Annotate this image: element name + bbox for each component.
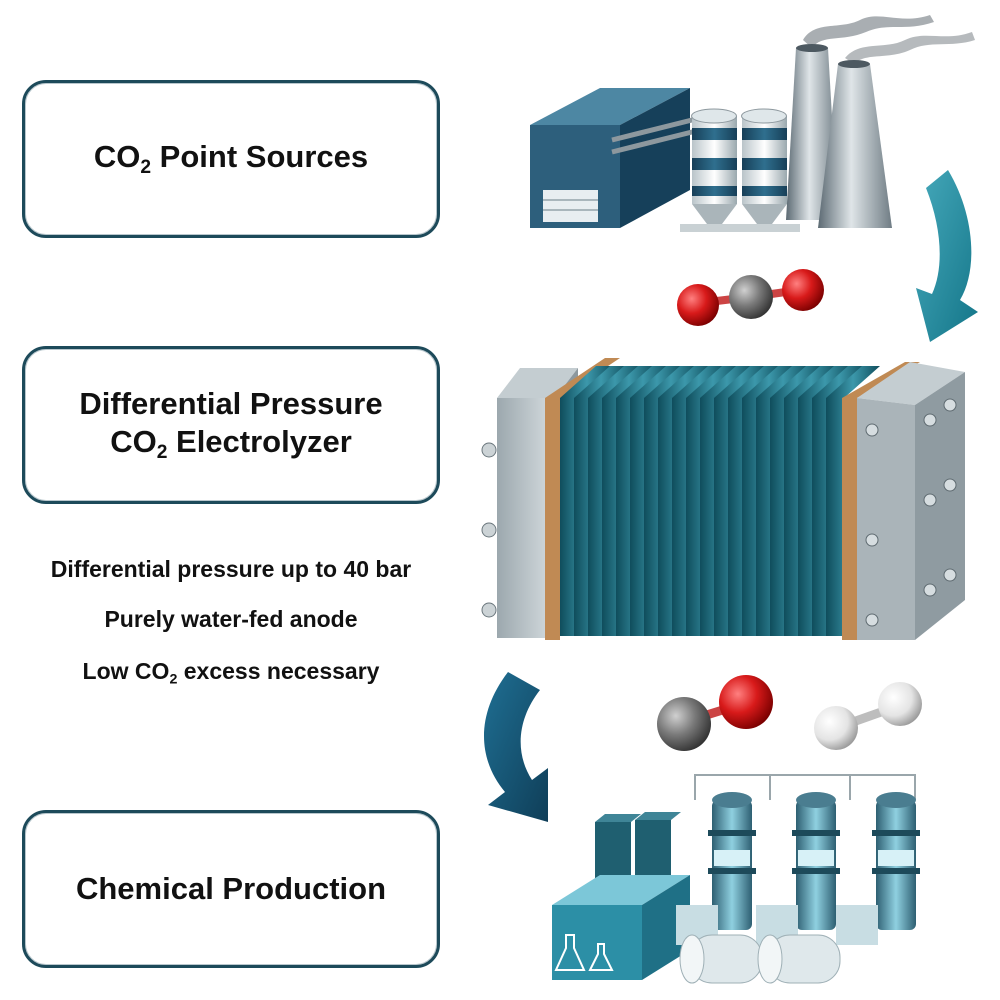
curved-arrow-down-left: [484, 672, 548, 822]
flask-icon: [554, 934, 586, 971]
feature-water-fed-anode: Purely water-fed anode: [104, 606, 358, 632]
smoke-plume: [803, 15, 934, 48]
right-end-plate: [857, 398, 915, 640]
electrolyzer-label-line2: CO2 Electrolyzer: [110, 424, 352, 464]
chemical-production-label: Chemical Production: [75, 870, 387, 906]
plant-building-top: [530, 88, 690, 125]
electrolyzer-label-line1: Differential Pressure: [79, 385, 383, 421]
feature-differential-pressure: Differential pressure up to 40 bar: [50, 556, 412, 582]
h2-molecule-icon: [814, 682, 922, 750]
flask-icon: [588, 943, 614, 971]
co2-point-sources-label: CO2 Point Sources: [93, 138, 369, 179]
chemical-production-box: Chemical Production: [22, 810, 440, 968]
storage-tanks: [691, 108, 787, 224]
chimney-front: [818, 64, 892, 228]
smoke-plume: [845, 32, 975, 64]
reactor-column: [872, 792, 920, 930]
co2-molecule-icon: [677, 269, 824, 326]
electrolyzer-stack-icon: [481, 358, 965, 640]
reactor-column: [708, 792, 756, 930]
electrolyzer-box: Differential Pressure CO2 Electrolyzer: [22, 346, 440, 504]
right-gasket: [842, 362, 920, 640]
feature-low-co2-excess: Low CO2 excess necessary: [82, 658, 380, 688]
curved-arrow-down-right: [916, 170, 978, 342]
co-molecule-icon: [657, 675, 773, 751]
horizontal-tank: [679, 934, 763, 984]
horizontal-tank: [757, 934, 841, 984]
reactor-column: [792, 792, 840, 930]
chemical-plant-icon: [552, 774, 920, 984]
power-plant-icon: [530, 15, 975, 232]
bipolar-plate-fins: [560, 366, 880, 636]
co2-point-sources-box: CO2 Point Sources: [22, 80, 440, 238]
